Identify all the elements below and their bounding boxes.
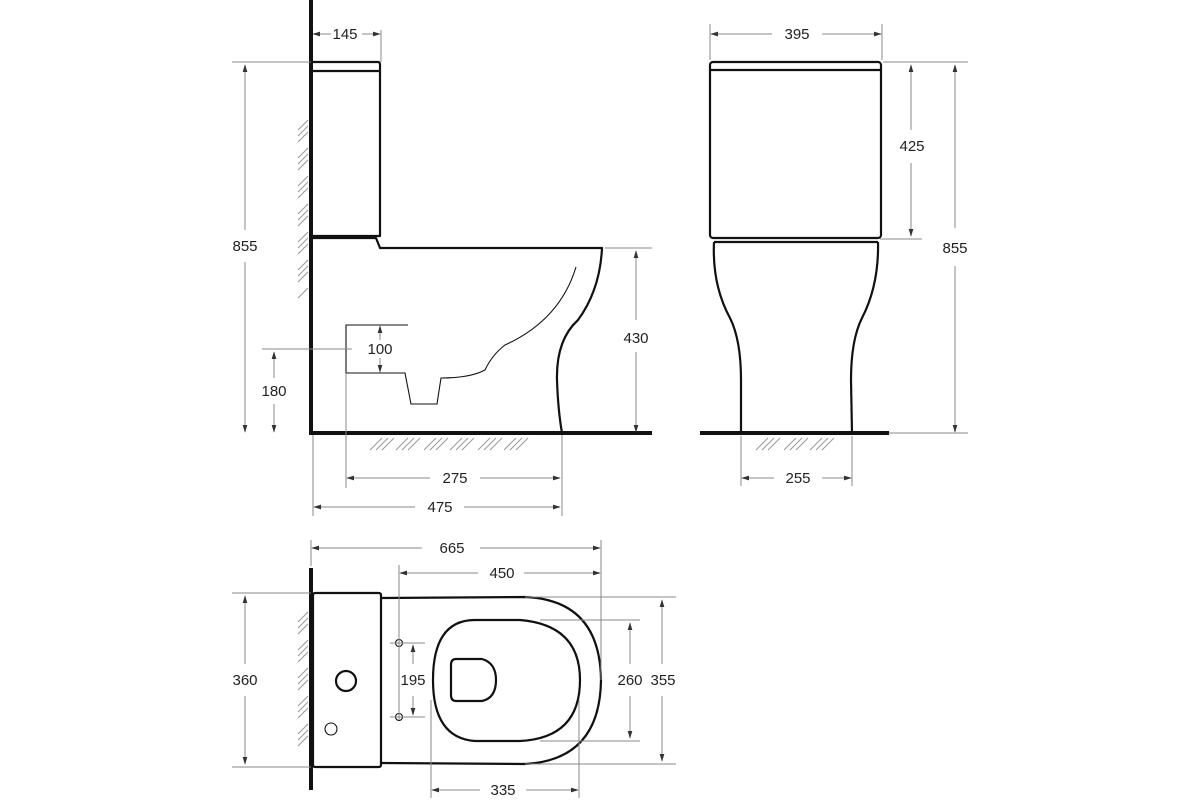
dim-base-width: 255 (785, 470, 810, 487)
wall-hatch (297, 119, 309, 299)
dim-bowl-width: 355 (650, 672, 675, 689)
seat-opening (431, 618, 582, 743)
dim-total-depth: 475 (427, 499, 452, 516)
dim-seat-height: 430 (623, 330, 648, 347)
bowl-side (313, 236, 604, 434)
dim-outlet-to-front: 275 (442, 470, 467, 487)
dim-total-length: 665 (439, 540, 464, 557)
dim-total-height: 855 (942, 240, 967, 257)
tank-top (311, 591, 383, 769)
side-view: 145 855 180 100 430 275 475 (232, 0, 652, 516)
front-view: 395 425 855 255 (700, 24, 968, 487)
tank-front (708, 60, 883, 240)
flush-outlet (449, 657, 498, 703)
trap-outline (345, 266, 577, 405)
tank-side (313, 60, 382, 238)
dim-seat-width: 260 (617, 672, 642, 689)
dim-tank-width: 395 (784, 26, 809, 43)
floor-hatch (369, 437, 529, 451)
dim-tank-width: 360 (232, 672, 257, 689)
dim-seat-length: 335 (490, 782, 515, 799)
dim-total-height: 855 (232, 238, 257, 255)
flush-button (334, 669, 358, 693)
pedestal-left (712, 241, 743, 433)
dim-bowl-length: 450 (489, 565, 514, 582)
top-view: 665 450 360 195 260 355 335 (232, 540, 676, 799)
water-inlet (324, 722, 338, 736)
dim-mount-spacing: 195 (400, 672, 425, 689)
dim-outlet-height: 180 (261, 383, 286, 400)
dim-tank-height: 425 (899, 138, 924, 155)
dim-outlet-diameter: 100 (367, 341, 392, 358)
pedestal-right (849, 241, 880, 434)
dim-tank-depth: 145 (332, 26, 357, 43)
